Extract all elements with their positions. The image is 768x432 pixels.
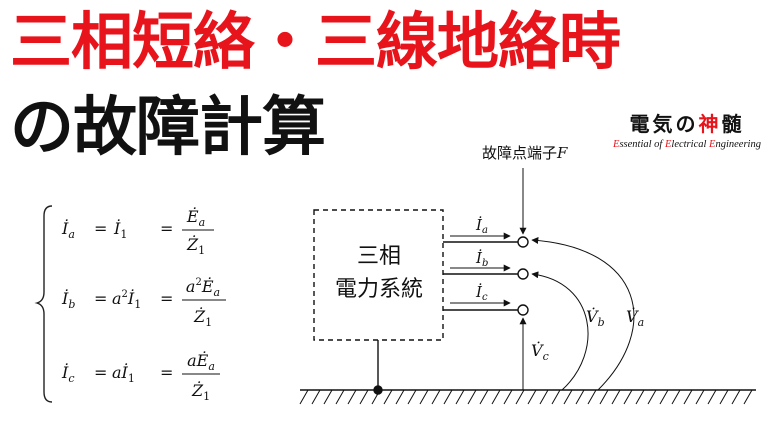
svg-text:=: = <box>94 219 107 238</box>
svg-text:İa: İa <box>61 218 75 241</box>
svg-text:Ż1: Ż1 <box>193 306 212 329</box>
voltage-label-a: V̇a <box>626 307 644 329</box>
terminal-b <box>517 268 529 280</box>
svg-text:=: = <box>160 363 173 382</box>
svg-text:aĖa: aĖa <box>187 350 215 373</box>
system-label-line2: 電力系統 <box>335 277 423 302</box>
equation-row-a: İa = İ1 = Ėa Ż1 <box>61 206 214 257</box>
title-line-2: の故障計算 <box>10 91 326 165</box>
svg-text:Ż1: Ż1 <box>186 234 205 257</box>
brand-en-rest3: ngineering <box>715 139 761 150</box>
current-label-b: İb <box>475 249 488 269</box>
svg-text:a2İ1: a2İ1 <box>112 288 141 311</box>
voltage-arrow-b <box>531 271 589 391</box>
current-label-c: İc <box>475 283 488 303</box>
brand-logo: 電気の神髄 Essential of Electrical Engineerin… <box>612 108 762 150</box>
brand-jp-highlight: 神 <box>698 112 722 136</box>
circuit-labels: 故障点端子F 三相 電力系統 İa İb İc V̇a V̇b V̇c <box>335 144 644 363</box>
brand-en-e3: E <box>709 139 716 150</box>
brand-en-rest2: lectrical <box>671 139 710 150</box>
brand-en-e2: E <box>664 139 672 150</box>
svg-text:İb: İb <box>61 288 75 311</box>
neutral-ground-node <box>373 385 383 395</box>
terminal-c <box>517 304 529 316</box>
current-label-a: İa <box>475 216 488 236</box>
svg-text:=: = <box>160 219 173 238</box>
circuit-diagram <box>299 168 756 405</box>
brand-english: Essential of Electrical Engineering <box>612 139 762 150</box>
voltage-arrow-a <box>531 236 635 391</box>
svg-text:İ1: İ1 <box>113 218 127 241</box>
svg-text:=: = <box>94 363 107 382</box>
svg-text:=: = <box>160 289 173 308</box>
system-label-line1: 三相 <box>357 244 401 269</box>
voltage-label-c: V̇c <box>531 341 549 363</box>
svg-text:İc: İc <box>61 362 75 385</box>
voltage-label-b: V̇b <box>586 307 605 329</box>
equation-row-c: İc = aİ1 = aĖa Ż1 <box>61 350 220 403</box>
brand-en-rest1: ssential of <box>619 139 665 150</box>
svg-text:a2Ėa: a2Ėa <box>186 276 220 299</box>
svg-text:Ėa: Ėa <box>186 206 205 229</box>
terminal-a <box>517 236 529 248</box>
svg-text:Ż1: Ż1 <box>191 380 210 403</box>
fault-terminal-label: 故障点端子F <box>482 144 568 162</box>
brand-japanese: 電気の神髄 <box>612 108 762 137</box>
brand-jp-part1: 電気の <box>629 112 699 136</box>
brand-jp-part2: 髄 <box>721 112 745 136</box>
svg-text:=: = <box>94 289 107 308</box>
power-system-box <box>313 209 444 341</box>
ground-hatch <box>299 389 753 405</box>
svg-text:aİ1: aİ1 <box>112 362 135 385</box>
brand-en-e1: E <box>613 139 620 150</box>
equation-row-b: İb = a2İ1 = a2Ėa Ż1 <box>61 276 226 329</box>
equation-brace <box>34 205 53 403</box>
equation-system: İa = İ1 = Ėa Ż1 İb = a2İ1 = a2Ėa Ż1 İc =… <box>34 205 226 403</box>
title-line-1: 三相短絡・三線地絡時 <box>10 5 621 78</box>
